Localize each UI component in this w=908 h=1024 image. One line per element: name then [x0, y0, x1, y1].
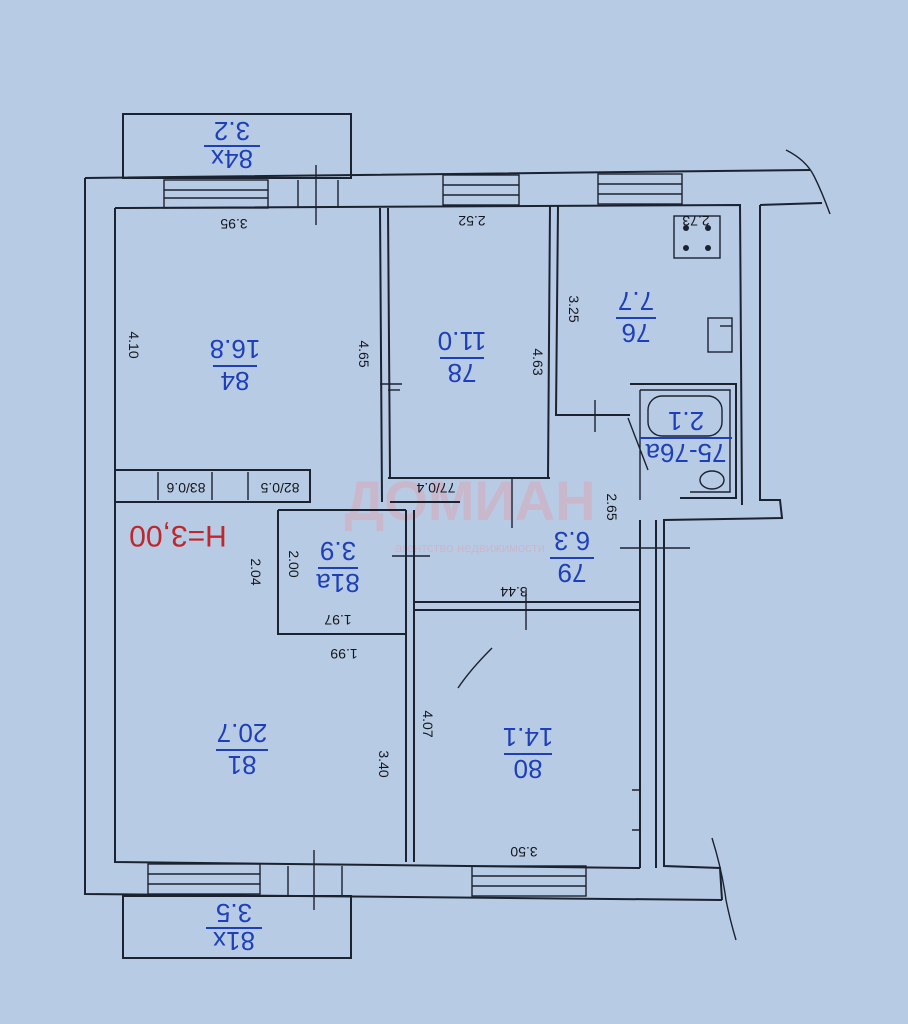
room-77-label: 77/0.4 [416, 480, 455, 496]
dim-3-50: 3.50 [510, 844, 537, 860]
dim-4-10: 4.10 [126, 331, 142, 358]
balcony-top: 84x 3.2 [122, 113, 352, 179]
balcony-top-number: 84x [211, 144, 253, 174]
room-81-area: 20.7 [217, 718, 268, 748]
room-80: 80 14.1 [503, 722, 554, 784]
room-78-number: 78 [448, 358, 477, 388]
interior-walls [115, 205, 737, 868]
outer-walls [84, 149, 831, 941]
balcony-bottom-number: 81x [213, 926, 255, 956]
room-75-number: 75-76a [645, 438, 726, 468]
dim-2-04: 2.04 [248, 558, 264, 585]
dim-1-97: 1.97 [324, 612, 351, 628]
room-81a-number: 81a [316, 568, 360, 598]
dim-3-95: 3.95 [220, 216, 247, 232]
balcony-bottom-area: 3.5 [216, 898, 252, 928]
windows [147, 165, 683, 910]
dim-2-00: 2.00 [286, 550, 302, 577]
room-84: 84 16.8 [210, 334, 261, 396]
room-79-number: 79 [558, 558, 587, 588]
room-75-area: 2.1 [668, 406, 704, 436]
bathroom-fixtures [647, 395, 725, 490]
dim-3-40: 3.40 [376, 750, 392, 777]
balcony-top-area: 3.2 [214, 116, 250, 146]
dim-4-65: 4.65 [356, 340, 372, 367]
kitchen-stove [673, 215, 721, 259]
room-81a: 81a 3.9 [316, 536, 360, 598]
room-81: 81 20.7 [216, 718, 268, 780]
dim-2-65: 2.65 [604, 493, 620, 520]
room-76: 76 7.7 [616, 286, 656, 348]
room-76-area: 7.7 [618, 286, 654, 316]
room-82-label: 82/0.5 [260, 480, 299, 496]
room-84-number: 84 [221, 366, 250, 396]
dim-1-99: 1.99 [330, 646, 357, 662]
dim-2-52: 2.52 [458, 213, 485, 229]
room-76-number: 76 [622, 318, 651, 348]
balcony-bottom: 81x 3.5 [122, 895, 352, 959]
room-80-number: 80 [514, 754, 543, 784]
watermark: ДОМИАН агентство недвижимости [344, 469, 595, 555]
dim-3-25: 3.25 [566, 295, 582, 322]
room-78-area: 11.0 [438, 326, 487, 356]
room-83-label: 83/0.6 [166, 480, 205, 496]
dim-2-73: 2.73 [682, 213, 709, 229]
room-79: 79 6.3 [550, 526, 594, 588]
room-84-area: 16.8 [210, 334, 261, 364]
watermark-subtitle: агентство недвижимости [395, 540, 545, 555]
dim-4-07: 4.07 [420, 710, 436, 737]
room-78: 78 11.0 [438, 326, 487, 388]
watermark-title: ДОМИАН [344, 469, 595, 532]
room-75-76a: 75-76a 2.1 [640, 406, 732, 468]
room-81-number: 81 [228, 750, 257, 780]
dim-4-63: 4.63 [530, 348, 546, 375]
room-80-area: 14.1 [503, 722, 554, 752]
room-79-area: 6.3 [554, 526, 590, 556]
dimension-labels: 3.95 2.52 2.73 4.10 4.65 4.63 3.25 2.65 … [126, 213, 710, 860]
ceiling-height-label: H=3,00 [129, 519, 227, 552]
kitchen-sink [707, 317, 733, 353]
room-81a-area: 3.9 [320, 536, 356, 566]
dim-3-44: 3.44 [500, 584, 527, 600]
